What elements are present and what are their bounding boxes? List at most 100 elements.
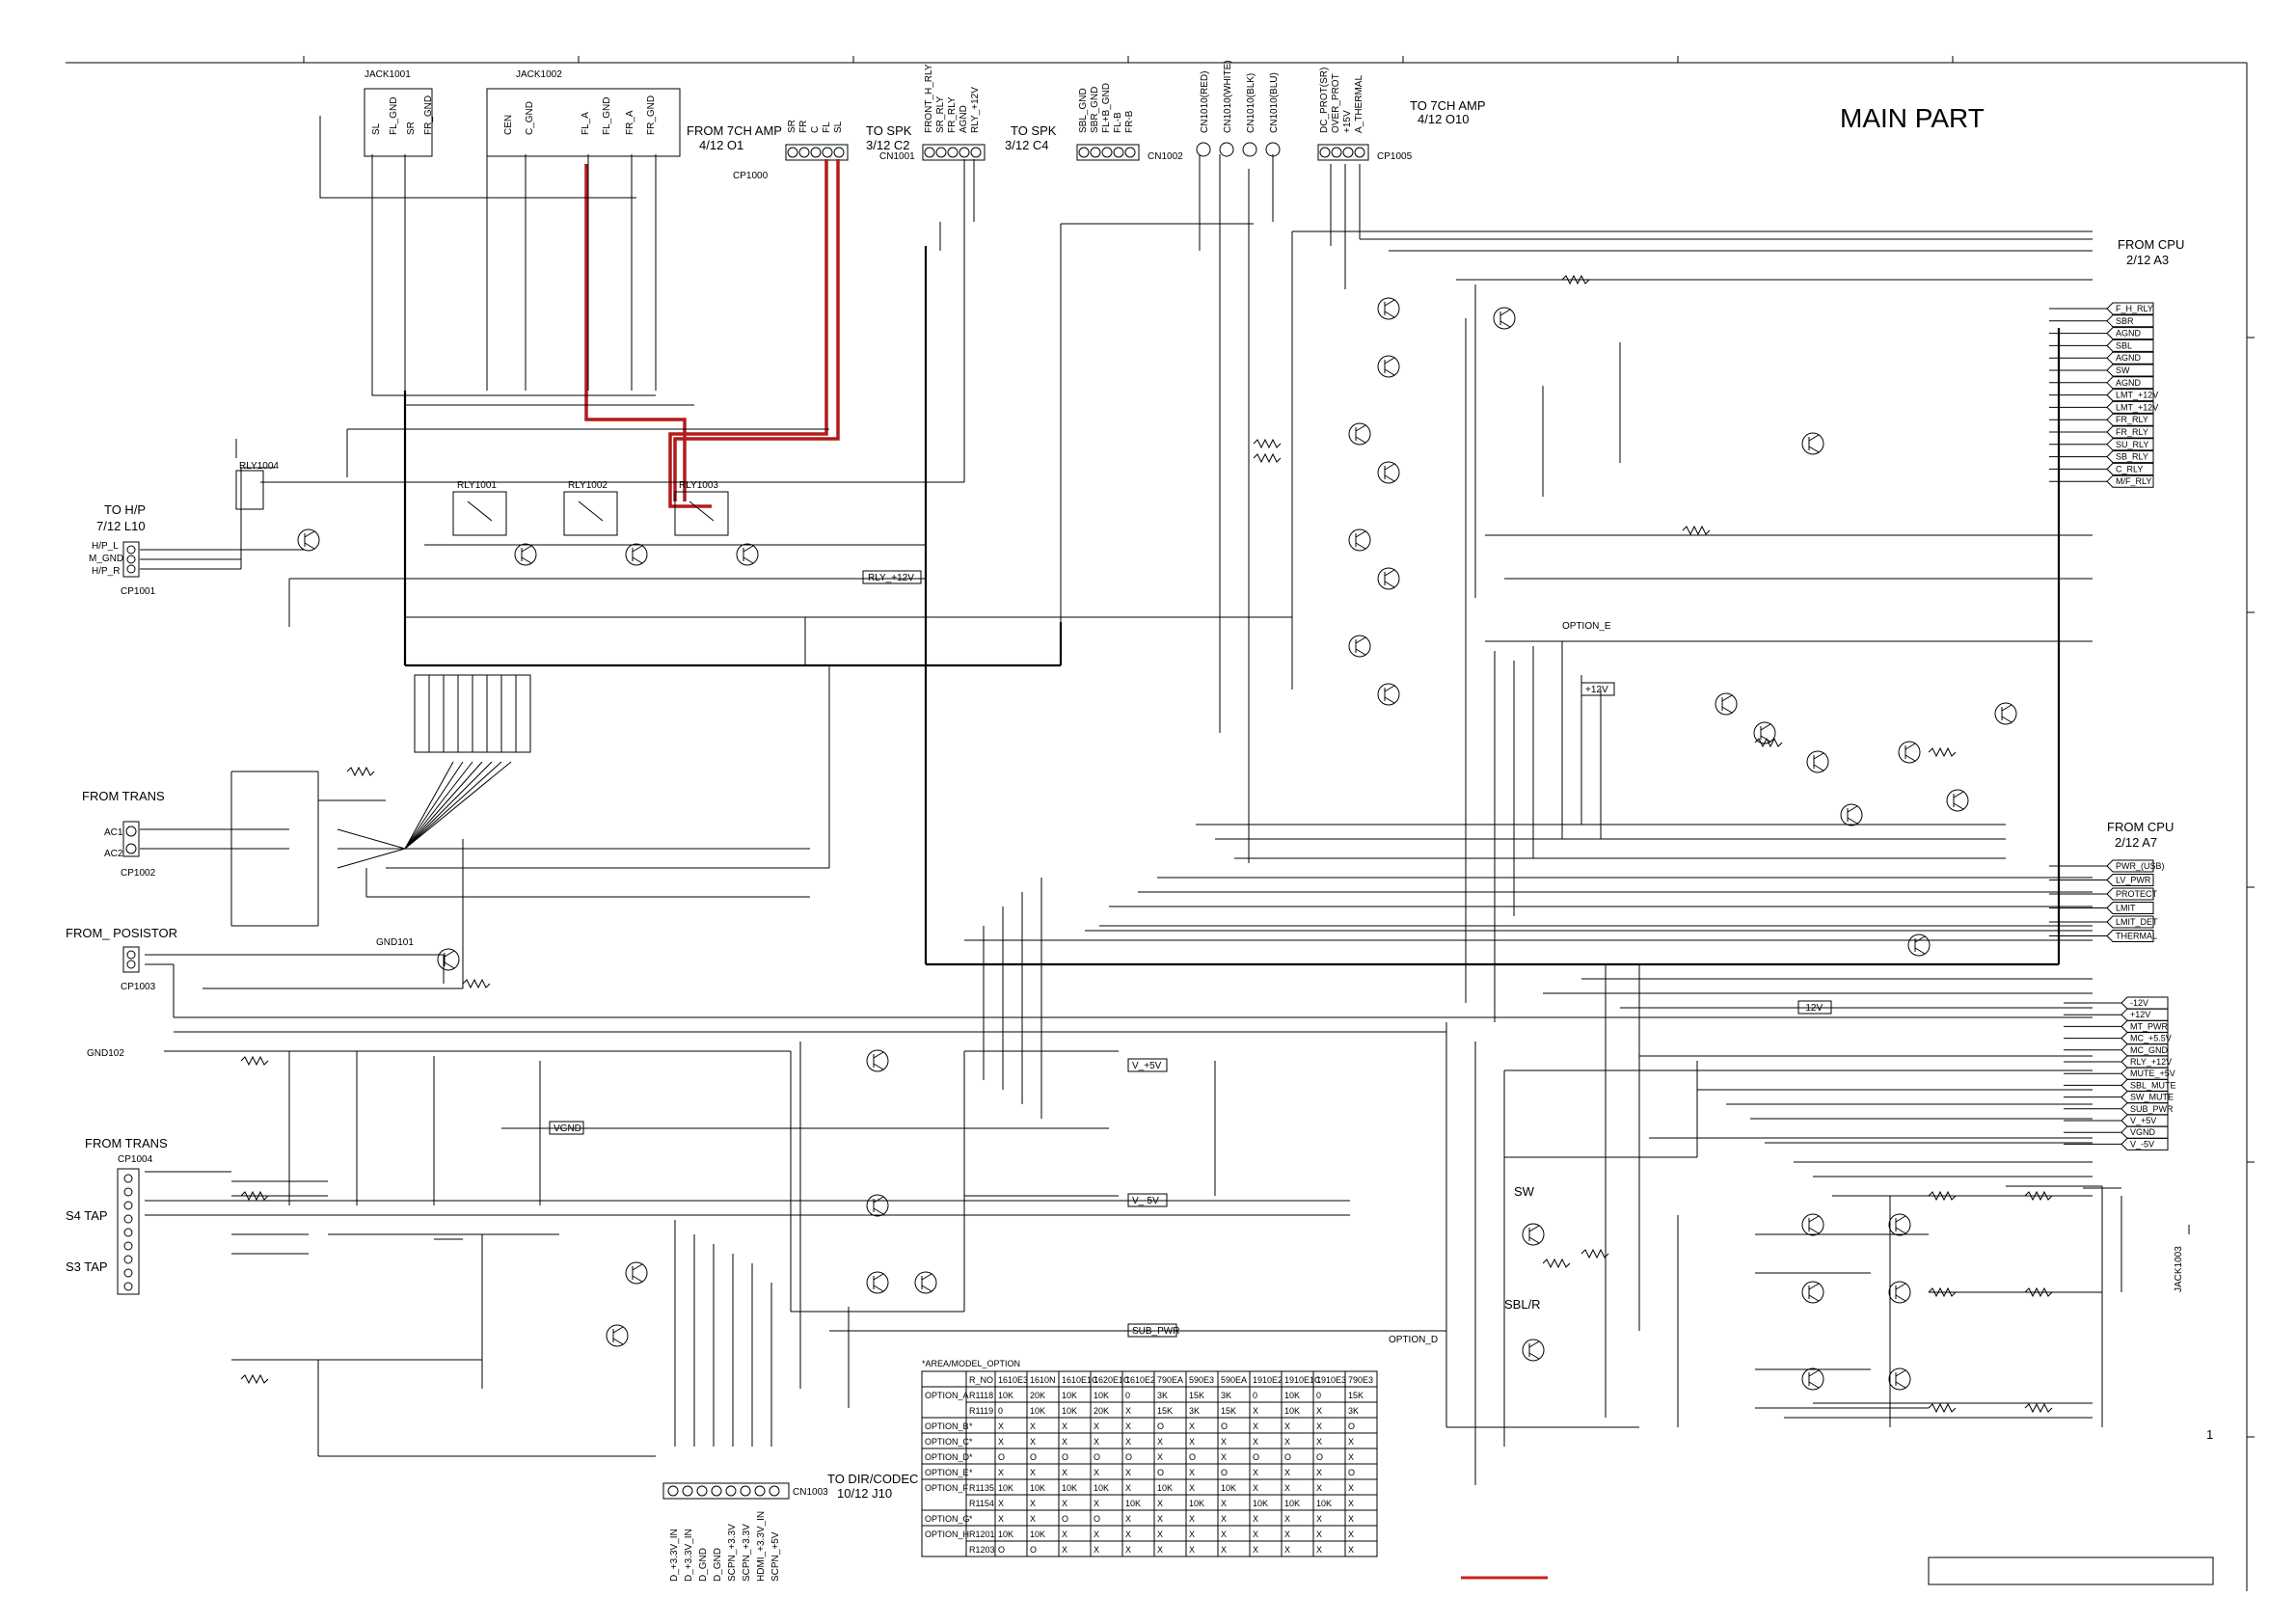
connector-cp1005: DC_PROT(SR) OVER_PROT +15V A_THERMAL CP1…: [1317, 68, 1486, 162]
to-hp-connector: TO H/P 7/12 L10 H/P_L M_GND H/P_R CP1001: [89, 502, 156, 597]
table-cell: 10K: [998, 1391, 1013, 1400]
svg-text:CP1003: CP1003: [121, 982, 156, 992]
svg-text:SBR: SBR: [2116, 316, 2134, 326]
cpu-a3-pin-tag: SB_RLY: [2049, 450, 2154, 464]
resistor-symbol: [240, 1190, 269, 1202]
rail-tags: RLY_+12V V_+5V V_-5V VGND SUB_PWR +12V -…: [549, 570, 1832, 1338]
table-cell: X: [1062, 1529, 1067, 1539]
table-cell: X: [1189, 1421, 1195, 1431]
svg-text:RLY1001: RLY1001: [457, 480, 497, 491]
table-cell: 10K: [1062, 1406, 1077, 1416]
table-cell: X: [1030, 1499, 1036, 1508]
table-cell: 10K: [1094, 1483, 1109, 1493]
svg-text:AGND: AGND: [2116, 378, 2142, 388]
transistor-symbol: [914, 1271, 937, 1294]
table-cell: 10K: [1157, 1483, 1173, 1493]
resistor-symbol: [346, 766, 375, 777]
svg-text:F_H_RLY: F_H_RLY: [2116, 304, 2153, 313]
jack-1001: JACK1001 SL FL_GND SR FR_GND: [364, 69, 434, 157]
table-cell: X: [1062, 1545, 1067, 1555]
svg-text:RLY_+12V: RLY_+12V: [2130, 1057, 2172, 1067]
table-cell: O: [1125, 1452, 1132, 1462]
table-cell: *: [969, 1421, 973, 1431]
supply-pin-tag: +12V: [2064, 1008, 2169, 1021]
svg-text:M_GND: M_GND: [89, 554, 123, 564]
table-cell: X: [1316, 1468, 1322, 1477]
transistor-symbol: [1801, 432, 1824, 455]
transistor-symbol: [1888, 1213, 1911, 1236]
table-cell: X: [1157, 1499, 1163, 1508]
svg-text:CEN: CEN: [503, 115, 514, 135]
cpu-a7-pin-tag: PROTECT: [2049, 887, 2158, 901]
table-cell: X: [1094, 1421, 1099, 1431]
table-cell: X: [1221, 1452, 1227, 1462]
table-header-cell: R_NO: [969, 1375, 993, 1385]
table-header-cell: 790EA: [1157, 1375, 1183, 1385]
table-cell: O: [998, 1452, 1005, 1462]
svg-text:FROM CPU: FROM CPU: [2107, 820, 2174, 834]
table-cell: O: [1284, 1452, 1291, 1462]
table-cell: 10K: [1125, 1499, 1141, 1508]
transistor-symbol: [1522, 1339, 1545, 1362]
table-cell: X: [1253, 1437, 1258, 1447]
svg-text:FR_RLY: FR_RLY: [2116, 415, 2148, 424]
cpu-a7-pin-tag: PWR_(USB): [2049, 859, 2165, 873]
svg-text:RLY_+12V: RLY_+12V: [868, 573, 914, 583]
svg-text:SL: SL: [371, 122, 382, 135]
jack1003-label: JACK1003: [2174, 1246, 2184, 1292]
svg-text:VGND: VGND: [2130, 1127, 2156, 1137]
svg-text:MUTE_+5V: MUTE_+5V: [2130, 1069, 2175, 1078]
svg-text:C_RLY: C_RLY: [2116, 464, 2143, 474]
svg-text:AGND: AGND: [959, 105, 969, 133]
cpu-a3-pin-tag: M/F_RLY: [2049, 474, 2154, 488]
transistor-symbol: [1801, 1367, 1824, 1391]
table-cell: 15K: [1348, 1391, 1364, 1400]
svg-text:CP1005: CP1005: [1377, 151, 1413, 162]
svg-text:LMT_+12V: LMT_+12V: [2116, 391, 2158, 400]
cpu-a3-pin-tag: F_H_RLY: [2049, 302, 2154, 315]
table-cell: 10K: [1030, 1529, 1045, 1539]
table-cell: OPTION_C: [925, 1437, 970, 1447]
sw-section-label: SW: [1514, 1184, 1535, 1199]
resistor-symbol: [1928, 746, 1957, 758]
table-header-cell: 1910E3: [1316, 1375, 1346, 1385]
svg-text:CP1004: CP1004: [118, 1154, 153, 1165]
cpu-a7-pin-tag: LV_PWR: [2049, 874, 2154, 886]
table-cell: 0: [1316, 1391, 1321, 1400]
svg-text:V_-5V: V_-5V: [1132, 1196, 1159, 1206]
table-cell: 3K: [1189, 1406, 1200, 1416]
svg-text:C: C: [810, 126, 821, 133]
svg-text:MC_+5.5V: MC_+5.5V: [2130, 1034, 2172, 1043]
transistor-symbol: [1946, 789, 1969, 812]
table-cell: X: [1316, 1514, 1322, 1524]
table-cell: OPTION_F: [925, 1483, 969, 1493]
table-cell: X: [1157, 1529, 1163, 1539]
svg-text:D_+3.3V_IN: D_+3.3V_IN: [684, 1529, 694, 1582]
connector-cn1010: CN1010(RED) CN1010(WHITE) CN1010(BLK) CN…: [1196, 60, 1281, 157]
table-cell: X: [1125, 1483, 1131, 1493]
table-cell: X: [1316, 1421, 1322, 1431]
table-cell: X: [1316, 1483, 1322, 1493]
cpu-a7-pin-tag: LMIT: [2049, 902, 2154, 914]
svg-text:CP1002: CP1002: [121, 868, 156, 879]
table-cell: O: [1189, 1452, 1196, 1462]
table-cell: R1118: [969, 1391, 993, 1400]
page-number: 1: [2206, 1427, 2213, 1442]
svg-text:LV_PWR: LV_PWR: [2116, 876, 2151, 885]
transistor-symbol: [1522, 1223, 1545, 1246]
transistor-symbol: [625, 543, 648, 566]
svg-text:SUB_PWR: SUB_PWR: [2130, 1104, 2174, 1114]
table-cell: X: [1316, 1529, 1322, 1539]
table-cell: X: [1253, 1529, 1258, 1539]
from-cpu-a7: FROM CPU 2/12 A7 PWR_(USB)LV_PWRPROTECTL…: [2049, 820, 2174, 942]
connector-cn1001: TO SPK 3/12 C2 FRONT_H_RLY SR_RLY FR_RLY…: [866, 64, 986, 162]
transistor-symbol: [1377, 355, 1400, 378]
table-header-cell: 1610E1C: [1062, 1375, 1098, 1385]
table-cell: OPTION_D: [925, 1452, 970, 1462]
svg-text:V_-5V: V_-5V: [2130, 1139, 2154, 1149]
relay-rly1001: RLY1001: [452, 480, 507, 536]
svg-text:H/P_R: H/P_R: [92, 566, 120, 577]
sheet-frame: [66, 56, 2255, 1591]
table-cell: X: [1062, 1468, 1067, 1477]
